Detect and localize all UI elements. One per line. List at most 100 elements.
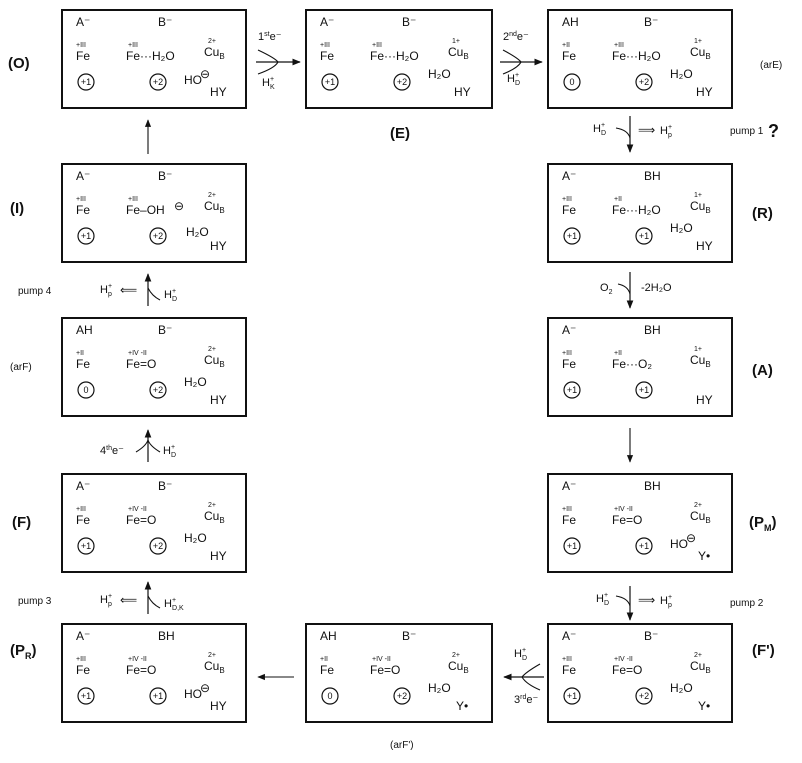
species-1: ⊖ bbox=[200, 67, 210, 81]
species-1: Y• bbox=[698, 699, 710, 713]
heme-a3-oxidation-state: +III bbox=[128, 196, 138, 203]
heme-a3-charge-circle: +1 bbox=[635, 537, 653, 555]
charge-value: +2 bbox=[153, 77, 163, 87]
state-labels: (O) (E) (arE) (I) (R) (arF) (A) (F) (PM)… bbox=[8, 55, 782, 751]
note-arFprime: (arF') bbox=[390, 740, 414, 751]
heme-a3-oxidation-state: +III bbox=[372, 42, 382, 49]
heme-a-charge-circle: +1 bbox=[77, 537, 95, 555]
transition-arE-to-R: H+D ⟹ H+p pump 1 ? bbox=[593, 116, 779, 153]
cu-b-charge: 2+ bbox=[208, 192, 216, 199]
state-label-O: (O) bbox=[8, 55, 30, 72]
species-0: H₂O bbox=[670, 681, 693, 695]
cu-b-charge: 2+ bbox=[208, 502, 216, 509]
cu-b-center: CuB bbox=[690, 353, 711, 369]
charge-value: +2 bbox=[153, 385, 163, 395]
state-label-R: (R) bbox=[752, 205, 773, 222]
transition-R-to-A: O2 -2H₂O bbox=[600, 272, 672, 309]
charge-value: +1 bbox=[639, 541, 649, 551]
electron-label-2nd: 2nde⁻ bbox=[503, 31, 529, 43]
state-box-frame bbox=[547, 163, 733, 263]
cu-b-charge: 2+ bbox=[694, 652, 702, 659]
charge-value: +1 bbox=[567, 541, 577, 551]
charge-value: +1 bbox=[639, 385, 649, 395]
heme-a3-iron-ligand: Fe···H₂O bbox=[370, 49, 419, 63]
pump4-proton-in: H+D bbox=[164, 288, 177, 303]
heme-a-iron: Fe bbox=[76, 663, 90, 677]
site-a-label: AH bbox=[76, 323, 93, 337]
cu-b-center: CuB bbox=[204, 45, 225, 61]
heme-a-oxidation-state: +III bbox=[562, 196, 572, 203]
cu-b-center: CuB bbox=[690, 199, 711, 215]
heme-a3-iron-ligand: Fe–OH bbox=[126, 203, 165, 217]
cu-b-center: CuB bbox=[690, 659, 711, 675]
charge-value: +1 bbox=[81, 541, 91, 551]
site-a-label: A⁻ bbox=[76, 15, 90, 29]
heme-a3-iron-ligand: Fe···O₂ bbox=[612, 357, 652, 371]
site-a-label: A⁻ bbox=[320, 15, 334, 29]
pump1-proton-out: H+p bbox=[660, 124, 672, 139]
heme-a-oxidation-state: +II bbox=[562, 42, 570, 49]
heme-a3-charge-circle: +1 bbox=[149, 687, 167, 705]
heme-a3-oxidation-state: +IV -II bbox=[128, 350, 147, 357]
species-0: HO bbox=[184, 73, 202, 87]
note-arF: (arF) bbox=[10, 362, 32, 373]
heme-a-charge-circle: +1 bbox=[77, 687, 95, 705]
electron-label-1st: 1ste⁻ bbox=[258, 31, 282, 43]
pump2-proton-out: H+p bbox=[660, 594, 672, 609]
heme-a3-iron-ligand: Fe=O bbox=[126, 663, 156, 677]
note-arE: (arE) bbox=[760, 60, 782, 71]
species-1: HY bbox=[696, 85, 713, 99]
site-b-label: B⁻ bbox=[644, 629, 658, 643]
heme-a3-charge-circle: +2 bbox=[635, 687, 653, 705]
species-0: H₂O bbox=[670, 67, 693, 81]
pump3-label: pump 3 bbox=[18, 596, 52, 607]
heme-a3-iron-ligand: Fe=O bbox=[126, 357, 156, 371]
charge-value: +1 bbox=[81, 231, 91, 241]
heme-a3-charge-circle: +2 bbox=[149, 227, 167, 245]
heme-a-charge-circle: +1 bbox=[563, 381, 581, 399]
heme-a-charge-circle: +1 bbox=[563, 227, 581, 245]
heme-a3-charge-circle: +2 bbox=[393, 73, 411, 91]
heme-a3-iron-ligand: Fe=O bbox=[370, 663, 400, 677]
cu-b-center: CuB bbox=[690, 509, 711, 525]
species-2: HY bbox=[210, 239, 227, 253]
transition-PR-to-F: H+p ⟸ H+D,K pump 3 bbox=[18, 581, 184, 614]
heme-a3-charge-circle: +2 bbox=[149, 381, 167, 399]
heme-a-oxidation-state: +III bbox=[76, 506, 86, 513]
heme-a3-iron-ligand: Fe=O bbox=[126, 513, 156, 527]
species-2: Y• bbox=[698, 549, 710, 563]
state-box-frame bbox=[61, 623, 247, 723]
heme-a3-iron-ligand: Fe···H₂O bbox=[126, 49, 175, 63]
water-release-label: -2H₂O bbox=[641, 282, 672, 294]
cu-b-charge: 2+ bbox=[694, 502, 702, 509]
heme-a3-charge-circle: +1 bbox=[635, 227, 653, 245]
cu-b-center: CuB bbox=[204, 353, 225, 369]
species-0: H₂O bbox=[428, 681, 451, 695]
proton-label-HK: H+K bbox=[262, 76, 275, 91]
heme-a-iron: Fe bbox=[76, 49, 90, 63]
state-box-frame bbox=[547, 473, 733, 573]
cu-b-charge: 1+ bbox=[694, 38, 702, 45]
transition-O-to-E: 1ste⁻ H+K bbox=[256, 31, 301, 91]
heme-a-charge-circle: 0 bbox=[77, 381, 95, 399]
heme-a-oxidation-state: +III bbox=[76, 196, 86, 203]
site-b-label: B⁻ bbox=[158, 479, 172, 493]
charge-value: +2 bbox=[153, 231, 163, 241]
heme-a-iron: Fe bbox=[562, 663, 576, 677]
proton-label-HD-2: H+D bbox=[507, 72, 520, 87]
cu-b-charge: 2+ bbox=[208, 346, 216, 353]
pump4-proton-out: H+p bbox=[100, 283, 112, 298]
heme-a3-iron-ligand: Fe=O bbox=[612, 513, 642, 527]
charge-value: +1 bbox=[81, 691, 91, 701]
heme-a-oxidation-state: +II bbox=[76, 350, 84, 357]
species-1: HY bbox=[210, 549, 227, 563]
heme-a-iron: Fe bbox=[562, 49, 576, 63]
charge-value: 0 bbox=[327, 691, 332, 701]
state-box-frame bbox=[305, 9, 493, 109]
